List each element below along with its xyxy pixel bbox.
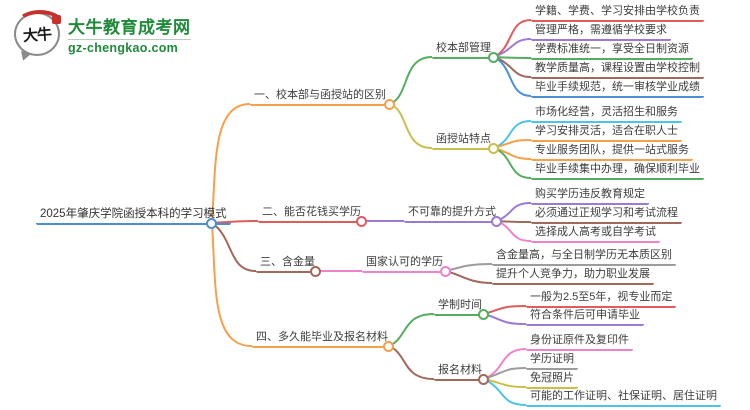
enrollment-materials-handle [478,374,489,385]
connector-station-leaf3 [493,147,532,160]
connector-hq-leaf2 [493,38,532,58]
branch3-handle [310,266,321,277]
logo-bubble-icon: 大牛 [14,10,63,56]
connector-recognized-leaf2 [445,270,493,284]
root-node-handle [206,218,217,229]
leaf-node: 可能的工作证明、社保证明、居住证明 [526,388,721,407]
enrollment-materials-node: 报名材料 [434,362,486,381]
station-features-handle [488,143,499,154]
branch2-handle [356,216,367,227]
leaf-node: 教学质量高，课程设置由学校控制 [531,60,704,79]
leaf-node: 管理严格，需遵循学校要求 [531,22,671,41]
connector-hq-leaf5 [493,56,532,97]
branch4-handle [383,341,394,352]
unreliable-methods-node: 不可靠的提升方式 [404,204,500,223]
hq-management-handle [488,52,499,63]
leaf-node: 必须通过正规学习和考试流程 [531,205,682,224]
leaf-node: 毕业手续规范，统一审核学业成绩 [531,79,704,98]
connector-branch4-duration [388,313,435,347]
leaf-node: 免冠照片 [526,370,578,389]
leaf-node: 学习安排灵活，适合在职人士 [531,123,682,142]
connector-station-leaf1 [493,120,532,149]
branch2-node: 二、能否花钱买学历 [258,204,365,223]
branch4-node: 四、多久能毕业及报名材料 [252,329,392,348]
logo-text-block: 大牛教育成考网 gz-chengkao.com [68,13,191,55]
connector-branch4-materials [388,345,435,380]
connector-unreliable-leaf2 [496,220,532,223]
branch1-handle [384,99,395,110]
root-node: 2025年肇庆学院函授本科的学习模式 [36,206,231,225]
leaf-node: 学费标准统一，享受全日制资源 [531,41,693,60]
connector-root-branch4 [211,222,253,347]
connector-materials-leaf2 [483,367,527,380]
leaf-node: 毕业手续集中办理，确保顺利毕业 [531,161,704,180]
logo-arc-decoration [17,10,63,36]
hq-management-node: 校本部管理 [432,40,495,59]
connector-duration-leaf2 [483,313,527,325]
leaf-node: 提升个人竞争力，助力职业发展 [492,266,654,285]
connector-hq-leaf1 [493,19,532,58]
leaf-node: 专业服务团队，提供一站式服务 [531,142,693,161]
connector-materials-leaf1 [483,348,527,380]
logo-mark-text: 大牛 [22,25,52,45]
connector-root-branch1 [211,103,251,224]
leaf-node: 选择成人高考或自学考试 [531,224,660,243]
site-logo: 大牛 大牛教育成考网 gz-chengkao.com [14,10,191,56]
study-duration-handle [478,309,489,320]
station-features-node: 函授站特点 [432,131,495,150]
leaf-node: 购买学历违反教育规定 [531,186,649,205]
connector-materials-leaf4 [483,378,527,406]
connector-branch1-station [389,103,433,149]
connector-hq-leaf3 [493,56,532,59]
leaf-node: 市场化经营，灵活招生和服务 [531,104,682,123]
leaf-node: 含金量高，与全日制学历无本质区别 [492,247,676,266]
state-recognized-handle [440,266,451,277]
site-name: 大牛教育成考网 [68,18,191,37]
connector-recognized-leaf1 [445,263,493,272]
leaf-node: 学历证明 [526,351,578,370]
logo-seal-icon [52,15,61,24]
connector-unreliable-leaf3 [496,220,532,242]
site-domain: gz-chengkao.com [68,39,191,55]
connector-root-branch3 [211,222,257,272]
leaf-node: 符合条件后可申请毕业 [526,307,644,326]
connector-station-leaf4 [493,147,532,179]
leaf-node: 身份证原件及复印件 [526,332,633,351]
branch1-node: 一、校本部与函授站的区别 [250,87,390,106]
leaf-node: 一般为2.5至5年，视专业而定 [526,289,677,308]
state-recognized-node: 国家认可的学历 [362,254,447,273]
connector-branch1-hq [389,56,433,105]
study-duration-node: 学制时间 [434,297,486,316]
leaf-node: 学籍、学费、学习安排由学校负责 [531,3,704,22]
unreliable-methods-handle [491,216,502,227]
connector-unreliable-leaf1 [496,202,532,222]
connector-duration-leaf1 [483,305,527,315]
branch3-node: 三、含金量 [256,254,319,273]
